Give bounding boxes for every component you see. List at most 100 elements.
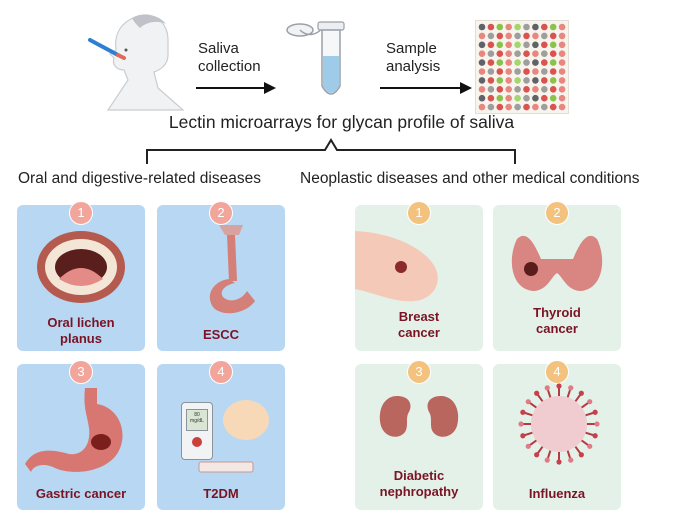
microarray-dot [532,68,539,75]
microarray-dot [558,86,566,93]
microarray-dot [558,94,566,102]
microarray-dot [505,41,512,49]
microarray-dot [487,94,495,102]
microarray-dot [541,86,548,93]
right-section-title: Neoplastic diseases and other medical co… [300,170,640,187]
microarray-dot [532,77,539,84]
card-number-badge: 2 [209,201,233,225]
step-saliva-collection-label: Saliva collection [198,40,261,75]
microarray-dot [514,23,521,31]
card-escc: 2 ESCC [157,201,285,351]
microarray-dot [496,32,504,40]
thyroid-icon [511,235,603,291]
microarray-dot [532,23,539,31]
microarray-dot [496,68,504,75]
microarray-dot [505,23,512,31]
card-label: Gastric cancer [35,486,127,501]
card-label: Breast cancer [398,309,440,340]
microarray-dot [478,103,486,111]
card-label: Influenza [528,486,586,501]
microarray-dot [549,103,557,111]
microarray-dot [478,94,486,102]
microarray-dot [478,41,486,49]
microarray-dot [541,77,548,84]
microarray-dot [558,32,566,40]
microarray-dot [549,41,557,49]
card-number-badge: 3 [407,360,431,384]
microarray-dot [478,86,486,93]
card-label: T2DM [203,486,239,501]
microarray-dot [487,23,495,31]
microarray-dot [549,32,557,40]
microarray-dot [505,77,512,84]
microarray-dot [549,59,557,66]
microarray-dot [487,32,495,40]
breast-anatomy-icon [355,231,438,302]
microarray-dot [523,86,530,93]
microarray-dot [549,23,557,31]
microarray-dot [558,77,566,84]
microarray-dot [478,23,486,31]
main-title: Lectin microarrays for glycan profile of… [168,112,515,132]
microarray-dot [532,32,539,40]
microarray-dot [505,32,512,40]
card-number-badge: 3 [69,360,93,384]
microarray-dot [558,50,566,57]
microarray-dot [541,41,548,49]
microarray-dot [505,103,512,111]
microarray-dot [523,50,530,57]
microarray-dot [478,32,486,40]
microarray-dot [505,59,512,66]
microarray-dot [487,68,495,75]
microarray-dot [541,59,548,66]
microarray-dot [505,50,512,57]
person-profile-icon [106,14,185,111]
microarray-dot [541,68,548,75]
kidneys-icon [379,396,459,437]
microarray-dot [514,68,521,75]
microarray-dot [532,41,539,49]
microarray-dots [478,23,566,111]
microarray-dot [541,103,548,111]
microarray-dot [487,41,495,49]
glucometer-screen: 80 mg/dL [186,409,208,431]
card-number-badge: 2 [545,201,569,225]
card-label: Oral lichen planus [47,315,115,346]
person-illustration [88,10,188,111]
open-mouth-icon [37,231,125,303]
microarray-dot [478,50,486,57]
microarray-dot [532,59,539,66]
microarray-dot [514,41,521,49]
microarray-dot [558,23,566,31]
card-influenza: 4 Influenza [493,360,621,510]
microarray-dot [549,68,557,75]
microarray-dot [541,94,548,102]
microarray-dot [496,23,504,31]
microarray-dot [532,94,539,102]
microarray-dot [549,50,557,57]
microarray-dot [523,23,530,31]
microarray-dot [487,103,495,111]
card-diabetic-nephropathy: 3 Diabetic nephropathy [355,360,483,510]
card-label: ESCC [202,327,240,342]
microarray-dot [496,94,504,102]
microarray-dot [532,50,539,57]
microarray-dot [523,41,530,49]
microarray-dot [532,86,539,93]
microarray-dot [549,77,557,84]
card-label: Diabetic nephropathy [379,468,459,499]
glucometer-icon: 80 mg/dL [181,402,213,460]
card-number-badge: 1 [69,201,93,225]
microarray-dot [541,50,548,57]
card-breast-cancer: 1 Breast cancer [355,201,483,351]
arrow-right-icon [380,82,472,94]
microarray-dot [514,50,521,57]
microarray-dot [505,94,512,102]
microarray-dot [523,77,530,84]
microarray-dot [549,86,557,93]
left-section-title: Oral and digestive-related diseases [18,170,261,187]
microarray-dot [523,68,530,75]
influenza-virus-icon [518,383,600,465]
microarray-dot [514,59,521,66]
microarray-dot [558,103,566,111]
